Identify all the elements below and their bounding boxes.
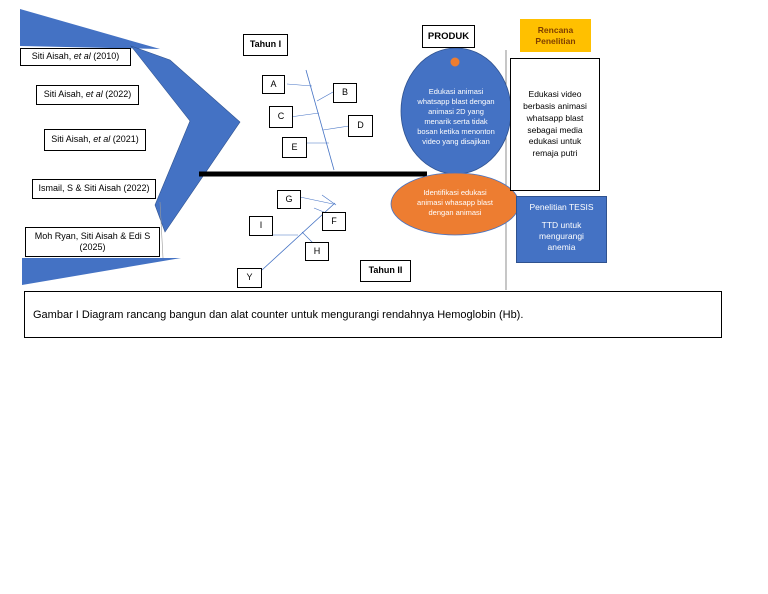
branch-box-i: I [249,216,273,236]
branch-box-c: C [269,106,293,128]
branch-box-d: D [348,115,373,137]
reference-1: Siti Aisah, et al (2010) [20,48,131,66]
reference-4: Ismail, S & Siti Aisah (2022) [32,179,156,199]
branch-box-b: B [333,83,357,103]
plan-description: Edukasi video berbasis animasi whatsapp … [510,58,600,191]
year-label-1: Tahun I [243,34,288,56]
branch-box-h: H [305,242,329,261]
orange-oval-text: Identifikasi edukasi animasi whasapp bla… [417,187,493,218]
branch-box-a: A [262,75,285,94]
plan-label: Rencana Penelitian [520,19,591,52]
branch-box-f: F [322,212,346,231]
product-oval-text: Edukasi animasi whatsapp blast dengan an… [417,86,495,147]
reference-2: Siti Aisah, et al (2022) [36,85,139,105]
branch-box-g: G [277,190,301,209]
chevron-shape [130,45,241,233]
tesis-text: TTD untuk mengurangi anemia [539,220,584,253]
figure-caption: Gambar I Diagram rancang bangun dan alat… [24,291,722,338]
reference-5: Moh Ryan, Siti Aisah & Edi S (2025) [25,227,160,257]
year-label-2: Tahun II [360,260,411,282]
branch-box-e: E [282,137,307,158]
tesis-box: Penelitian TESIS TTD untuk mengurangi an… [516,196,607,263]
bottom-arrow-shape [22,258,181,285]
product-label: PRODUK [422,25,475,48]
tesis-title: Penelitian TESIS [529,202,594,212]
reference-3: Siti Aisah, et al (2021) [44,129,146,151]
branch-box-y: Y [237,268,262,288]
top-arrow-shape [20,9,160,49]
top-branch-line [305,69,335,171]
orange-dot [449,56,461,68]
